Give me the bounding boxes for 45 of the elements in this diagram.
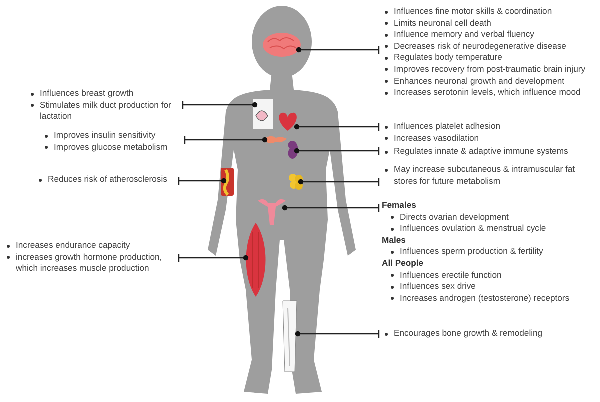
bullet-point-text: Influences ovulation & menstrual cycle (400, 223, 546, 234)
leader-line (298, 177, 380, 187)
leader-line (296, 45, 380, 55)
heart-drawing (276, 110, 300, 132)
artery-drawing (221, 168, 234, 196)
bullet-point-text: Improves glucose metabolism (54, 142, 168, 152)
bullet-point-text: Reduces risk of atherosclerosis (48, 174, 168, 184)
leader-line (294, 146, 380, 156)
bullet-point-text: Influences sex drive (400, 281, 476, 292)
leader-line (294, 122, 380, 132)
bullet-point-text: Increases endurance capacity (16, 240, 130, 250)
bullet-point-text: Regulates innate & adaptive immune systems (394, 146, 568, 156)
bullet-point-text: Limits neuronal cell death (394, 18, 492, 28)
bullet-point-text: Regulates body temperature (394, 52, 502, 62)
bullet-point-text: Influences fine motor skills & coordination (394, 6, 552, 16)
bullet-point-text: Encourages bone growth & remodeling (394, 328, 543, 338)
bullet-point-text: Increases androgen (testosterone) receptors (400, 292, 570, 303)
bullet-point-text: Directs ovarian development (400, 212, 509, 222)
group-heading: Males (382, 234, 406, 245)
bullet-point-text: Influence memory and verbal fluency (394, 29, 534, 40)
bullet-point-text: Decreases risk of neurodegenerative disease (394, 40, 566, 51)
bullet-point-text: Increases vasodilation (394, 132, 480, 143)
breast-drawing (252, 98, 274, 130)
leader-line (184, 135, 268, 145)
bullet-point-text: Increases serotonin levels, which influence mood (394, 87, 581, 98)
leader-line (295, 329, 380, 339)
bullet-point-text: Influences sperm production & fertility (400, 246, 544, 256)
bullet-point-text: Improves recovery from post-traumatic brain injury (394, 64, 586, 74)
leader-line (178, 253, 249, 263)
fat-tissue-drawing (288, 172, 304, 192)
leader-line (182, 100, 258, 110)
bullet-point-text: Influences erectile function (400, 270, 502, 280)
bullet-point-text: Influences breast growth (40, 88, 134, 98)
bullet-point-text: Stimulates milk duct production for lactation (40, 100, 172, 122)
bullet-point-text: May increase subcutaneous & intramuscular fat stores for future metabolism (394, 164, 576, 186)
group-heading: All People (382, 258, 424, 268)
bullet-point-text: Enhances neuronal growth and development (394, 76, 565, 86)
leader-line (282, 203, 380, 213)
group-heading: Females (382, 200, 416, 210)
spleen-drawing (286, 140, 300, 160)
bullet-point-text: Improves insulin sensitivity (54, 130, 156, 140)
brain-drawing (262, 32, 302, 58)
bullet-point-text: Influences platelet adhesion (394, 121, 501, 131)
leader-line (178, 176, 227, 186)
bullet-point-text: increases growth hormone production, which increases muscle production (16, 252, 162, 274)
